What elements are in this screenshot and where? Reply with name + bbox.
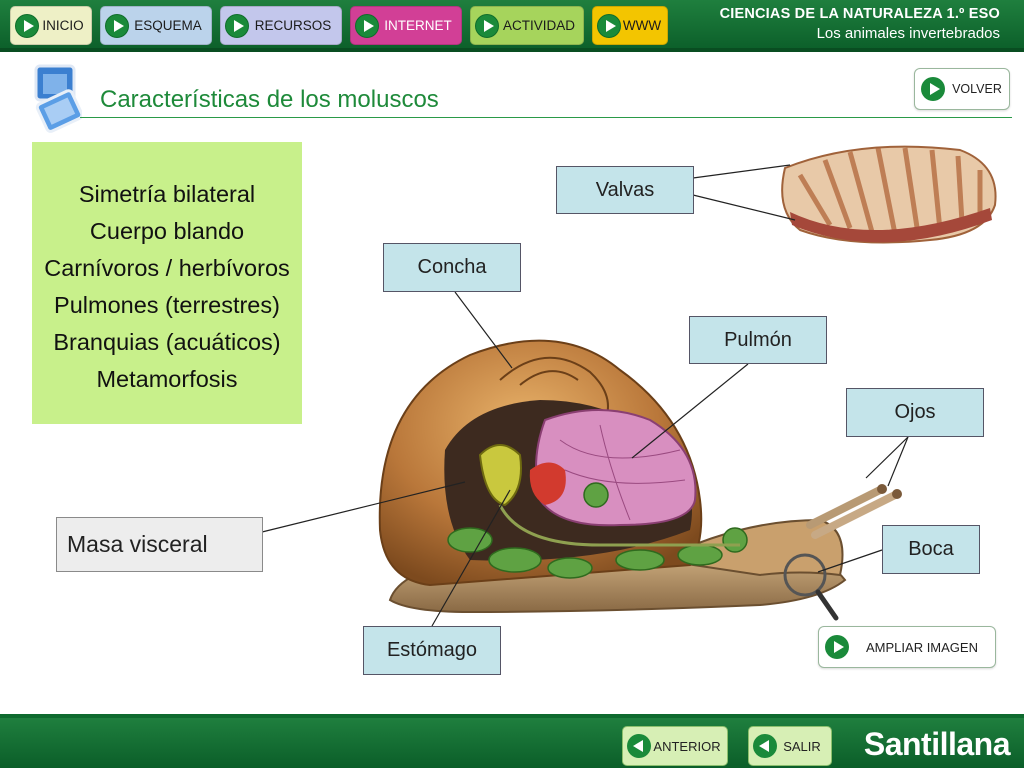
ampliar-label: AMPLIAR IMAGEN <box>866 639 978 655</box>
feature-item: Pulmones (terrestres) <box>54 292 280 318</box>
play-icon <box>225 13 249 38</box>
salir-button[interactable]: SALIR <box>748 726 832 766</box>
nav-label: INTERNET <box>384 18 452 33</box>
anterior-button[interactable]: ANTERIOR <box>622 726 728 766</box>
play-icon <box>921 77 945 101</box>
play-icon <box>475 13 499 38</box>
nav-label: WWW <box>622 18 662 33</box>
label-ojos: Ojos <box>846 388 984 437</box>
label-pulmon: Pulmón <box>689 316 827 364</box>
nav-label: ESQUEMA <box>134 18 202 33</box>
course-subject: CIENCIAS DE LA NATURALEZA 1.º ESO <box>719 6 1000 22</box>
course-unit: Los animales invertebrados <box>816 25 1000 42</box>
label-valvas: Valvas <box>556 166 694 214</box>
nav-label: RECURSOS <box>254 18 332 33</box>
volver-label: VOLVER <box>952 82 1002 96</box>
leader-lines <box>261 164 909 627</box>
nav-actividad-button[interactable]: ACTIVIDAD <box>470 6 584 45</box>
scallop-shell <box>781 145 997 244</box>
play-icon <box>355 13 379 38</box>
anterior-label: ANTERIOR <box>653 738 721 754</box>
volver-button[interactable]: VOLVER <box>914 68 1010 110</box>
feature-item: Simetría bilateral <box>78 181 256 207</box>
play-icon <box>597 13 621 38</box>
label-masa-visceral: Masa visceral <box>56 517 263 572</box>
nav-inicio-button[interactable]: INICIO <box>10 6 92 45</box>
play-icon <box>15 13 39 38</box>
back-arrow-icon <box>753 734 777 758</box>
feature-item: Cuerpo blando <box>89 218 245 244</box>
nav-recursos-button[interactable]: RECURSOS <box>220 6 342 45</box>
back-arrow-icon <box>627 734 651 758</box>
play-icon <box>825 635 849 659</box>
nav-esquema-button[interactable]: ESQUEMA <box>100 6 212 45</box>
nav-internet-button[interactable]: INTERNET <box>350 6 462 45</box>
page-windows-icon <box>34 64 82 133</box>
label-boca: Boca <box>882 525 980 574</box>
brand-logo: Santillana <box>863 726 1011 762</box>
nav-label: INICIO <box>42 18 84 33</box>
feature-item: Metamorfosis <box>96 366 238 392</box>
feature-item: Branquias (acuáticos) <box>53 329 281 355</box>
label-estomago: Estómago <box>363 626 501 675</box>
salir-label: SALIR <box>783 738 821 754</box>
snail-cutaway <box>378 339 902 621</box>
course-info: CIENCIAS DE LA NATURALEZA 1.º ESO Los an… <box>720 6 1000 42</box>
ampliar-imagen-button[interactable]: AMPLIAR IMAGEN <box>818 626 996 668</box>
page-title: Características de los moluscos <box>100 86 439 113</box>
play-icon <box>105 13 129 38</box>
bottom-bar: ANTERIOR SALIR Santillana <box>0 714 1024 768</box>
top-bar: INICIO ESQUEMA RECURSOS INTERNET ACTIVID… <box>0 0 1024 52</box>
title-divider <box>80 117 1012 118</box>
features-box: Simetría bilateral Cuerpo blando Carnívo… <box>32 142 302 424</box>
nav-www-button[interactable]: WWW <box>592 6 668 45</box>
nav-label: ACTIVIDAD <box>502 18 575 33</box>
label-concha: Concha <box>383 243 521 292</box>
feature-item: Carnívoros / herbívoros <box>44 255 290 281</box>
